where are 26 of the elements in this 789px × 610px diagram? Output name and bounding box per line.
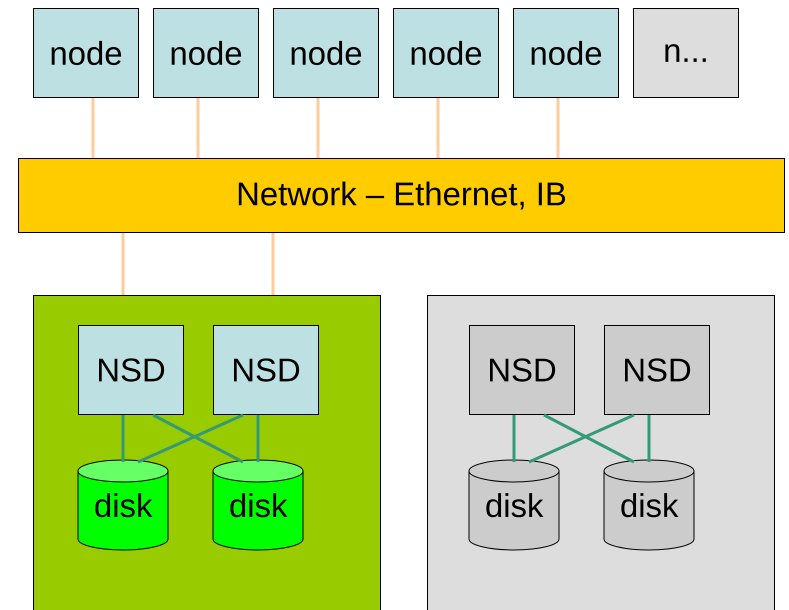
- connector-line: [196, 98, 200, 158]
- disk-cylinder: disk: [468, 460, 560, 550]
- compute-node-box: node: [153, 8, 259, 98]
- connector-line: [256, 415, 260, 462]
- nsd-server-box: NSD: [469, 325, 575, 415]
- connector-line: [648, 415, 650, 462]
- compute-node-box: n...: [633, 8, 739, 98]
- nsd-server-box: NSD: [213, 325, 319, 415]
- nsd-server-box: NSD: [78, 325, 184, 415]
- disk-cylinder: disk: [78, 460, 168, 550]
- disk-cylinder: disk: [604, 460, 694, 550]
- compute-node-box: node: [393, 8, 499, 98]
- connector-line: [122, 415, 124, 462]
- compute-node-box: node: [513, 8, 619, 98]
- connector-line: [122, 233, 124, 295]
- connector-line: [316, 98, 320, 158]
- connector-line: [556, 98, 560, 158]
- connector-line: [512, 415, 516, 462]
- disk-cylinder: disk: [212, 460, 304, 550]
- network-band: Network – Ethernet, IB: [18, 158, 786, 233]
- connector-line: [92, 98, 94, 158]
- compute-node-box: node: [33, 8, 139, 98]
- connector-line: [436, 98, 440, 158]
- nsd-server-box: NSD: [604, 325, 710, 415]
- compute-node-box: node: [273, 8, 379, 98]
- connector-line: [272, 233, 274, 295]
